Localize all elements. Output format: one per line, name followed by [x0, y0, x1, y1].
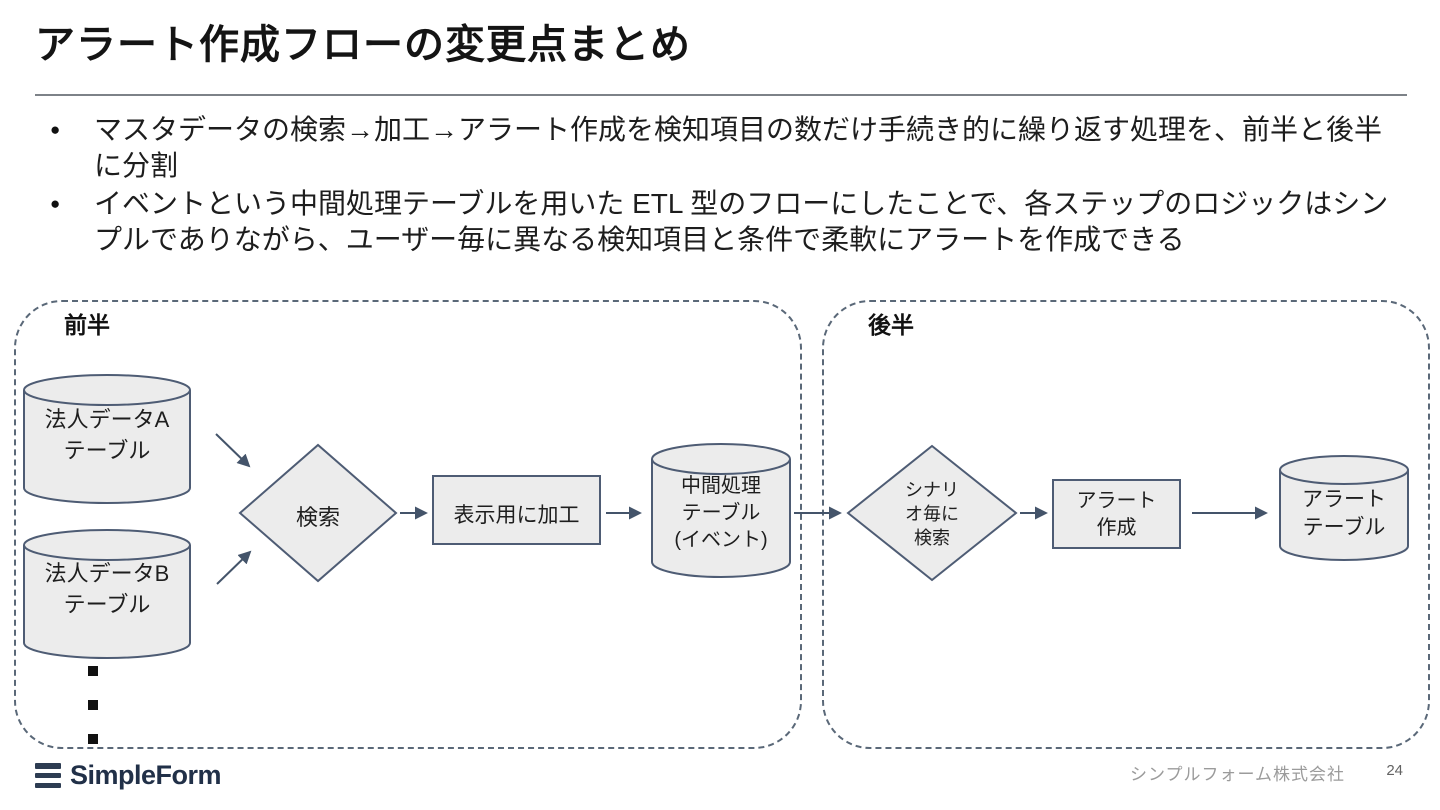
alert-create-label: アラート 作成 [1076, 490, 1157, 539]
ellipsis-dot [88, 734, 98, 744]
bullet-list: ● マスタデータの検索→加工→アラート作成を検知項目の数だけ手続き的に繰り返す処… [48, 112, 1408, 260]
simpleform-logo: SimpleForm [35, 760, 222, 791]
bullet-text: イベントという中間処理テーブルを用いた ETL 型のフローにしたことで、各ステッ… [94, 188, 1389, 255]
company-name: シンプルフォーム株式会社 [1130, 765, 1345, 784]
search-diamond [238, 443, 398, 583]
bullet-item: ● マスタデータの検索→加工→アラート作成を検知項目の数だけ手続き的に繰り返す処… [48, 112, 1408, 184]
scenario-search-label: シナリ オ毎に 検索 [905, 480, 959, 548]
transform-rect [432, 475, 601, 545]
logo-bars-icon [35, 763, 61, 788]
table-a-label: 法人データA テーブル [44, 407, 170, 463]
first-half-group-box [14, 300, 802, 749]
ellipsis-dot [88, 666, 98, 676]
alert-table-cylinder [1279, 455, 1409, 561]
table-b-cylinder [23, 529, 191, 659]
table-a-cylinder [23, 374, 191, 504]
arrow-table-b-to-search [216, 550, 252, 585]
alert-table-label: アラート テーブル [1302, 488, 1386, 539]
first-half-label: 前半 [64, 312, 110, 338]
second-half-label: 後半 [868, 312, 914, 338]
search-label: 検索 [295, 505, 340, 530]
bullet-icon: ● [50, 120, 61, 139]
bullet-item: ● イベントという中間処理テーブルを用いた ETL 型のフローにしたことで、各ス… [48, 186, 1408, 258]
scenario-search-diamond [846, 444, 1018, 582]
second-half-group-box [822, 300, 1430, 749]
logo-text: SimpleForm [70, 760, 222, 790]
transform-label: 表示用に加工 [453, 504, 580, 527]
table-b-label: 法人データB テーブル [44, 561, 170, 617]
ellipsis-dot [88, 700, 98, 710]
title-divider [35, 94, 1407, 96]
intermediate-table-cylinder [651, 443, 791, 578]
bullet-text: マスタデータの検索→加工→アラート作成を検知項目の数だけ手続き的に繰り返す処理を… [94, 114, 1383, 181]
bullet-icon: ● [50, 194, 61, 213]
intermediate-table-label: 中間処理 テーブル (イベント) [674, 475, 768, 551]
alert-create-rect [1052, 479, 1181, 549]
page-number: 24 [1386, 762, 1403, 779]
page-title: アラート作成フローの変更点まとめ [35, 23, 691, 67]
arrow-table-a-to-search [215, 433, 251, 468]
